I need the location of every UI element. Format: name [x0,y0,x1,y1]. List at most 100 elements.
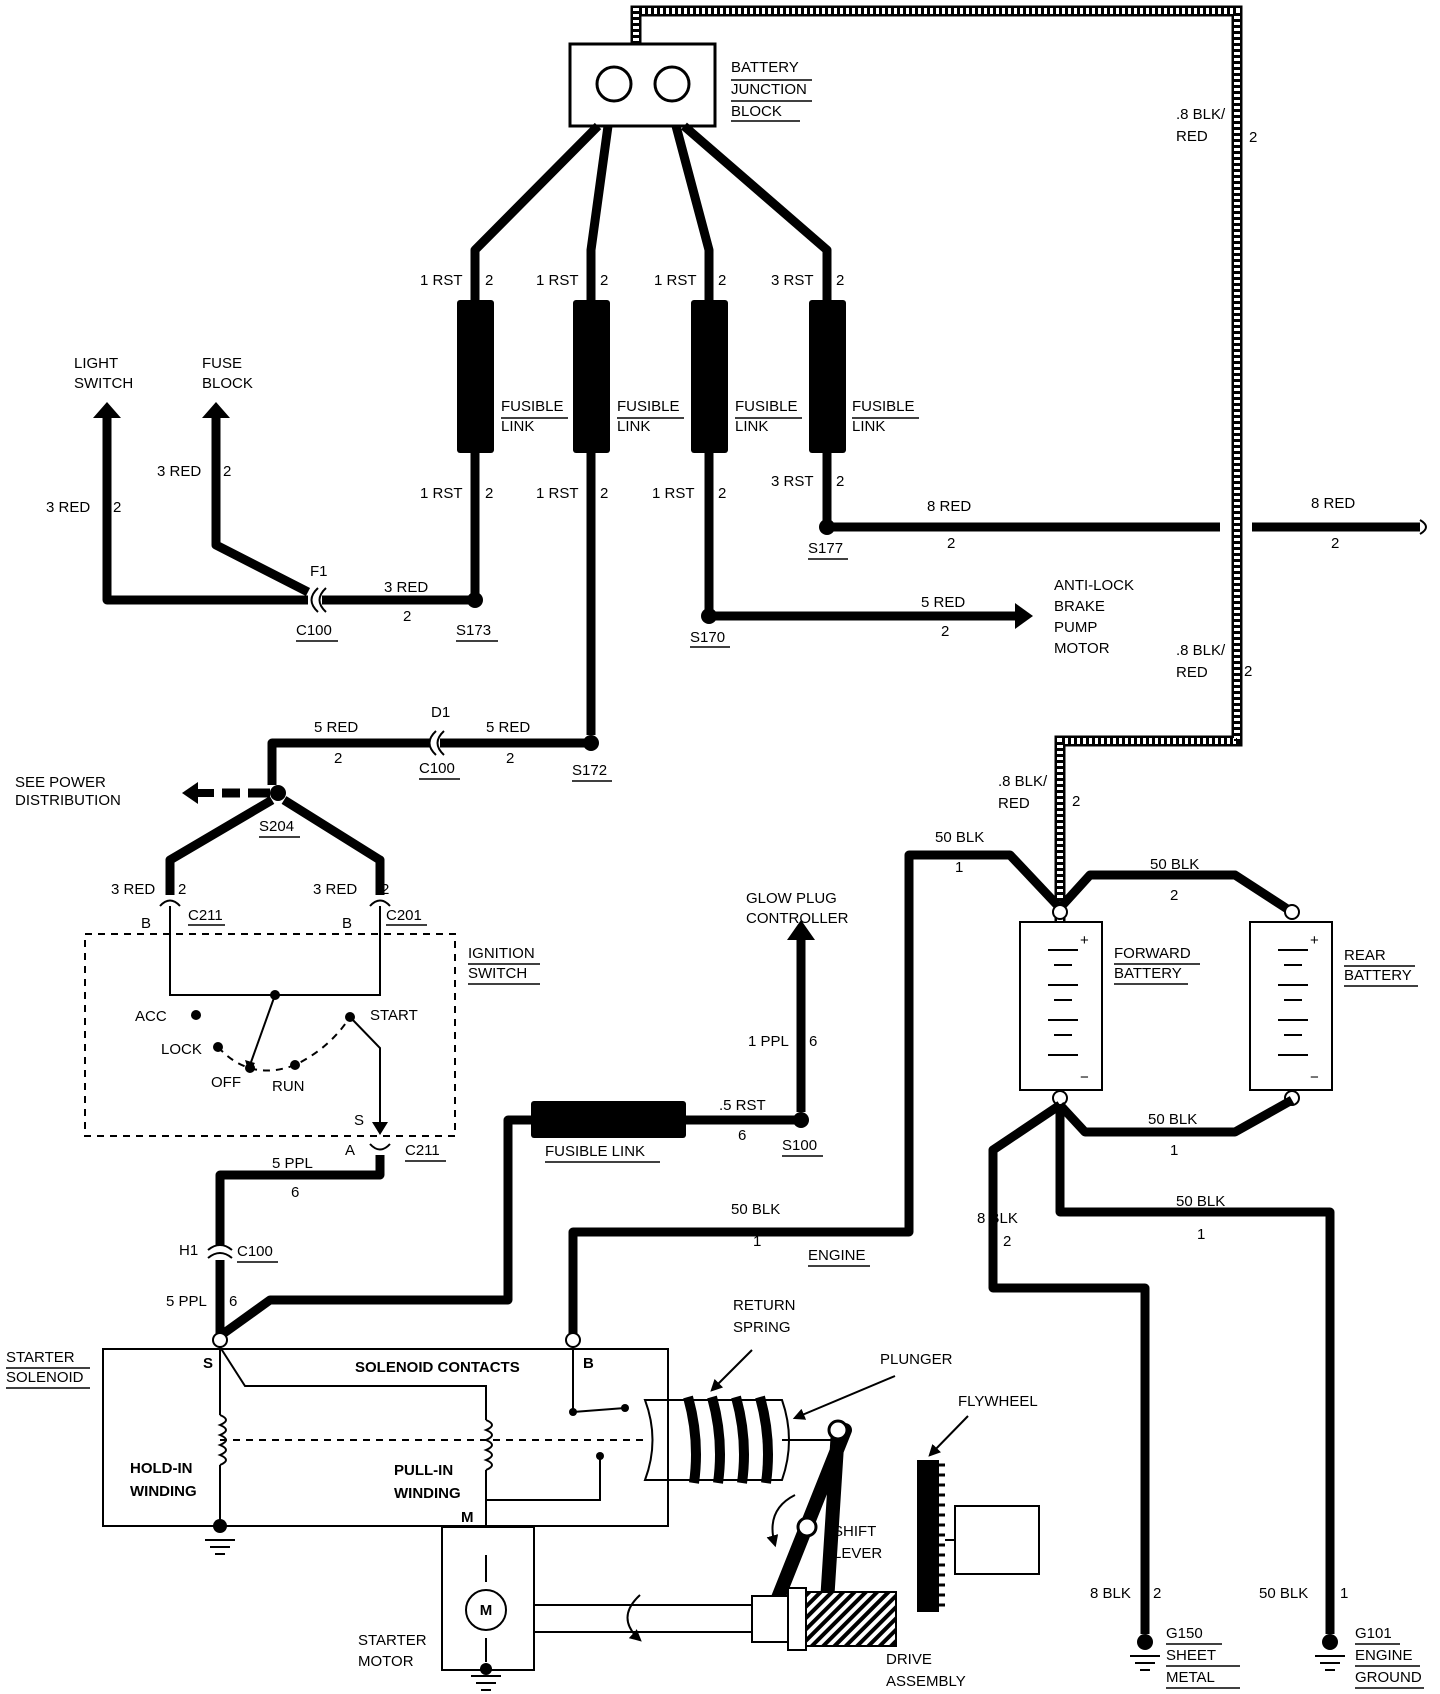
svg-text:3 RST: 3 RST [771,473,814,490]
fusible-link-single-label: FUSIBLE LINK [545,1143,645,1160]
ignition-terminal-b-right: B [342,915,352,932]
splice-s204-dot [270,785,286,801]
switch-position-acc: ACC [135,1008,167,1025]
wire-s204-c201 [281,796,385,895]
wire-label-50-blk-engine: 50 BLK [731,1201,780,1218]
splice-s100-label: S100 [782,1137,817,1154]
svg-text:3 RST: 3 RST [771,272,814,289]
splice-s204-label: S204 [259,818,294,835]
wire-number-blk-red-low: 2 [1072,793,1080,810]
switch-position-off: OFF [211,1074,241,1091]
wire-8-red-end [1419,519,1427,535]
engine-label: ENGINE [808,1247,866,1264]
wire-number-c211-top: 2 [178,881,186,898]
wire-number-fuse-block: 2 [223,463,231,480]
anti-lock-arrow [1015,603,1033,629]
wire-number-s173: 2 [403,608,411,625]
ignition-terminal-s: S [354,1112,364,1129]
svg-text:2: 2 [718,272,726,289]
glow-plug-arrow [787,920,815,940]
flywheel [917,1460,1040,1612]
wire-number-50-blk-right: 1 [1197,1226,1205,1243]
svg-text:2: 2 [600,485,608,502]
connector-c100-f1-label: C100 [296,622,332,639]
svg-text:2: 2 [485,272,493,289]
wire-label-50-blk-lower: 50 BLK [1259,1585,1308,1602]
wire-label-5-ppl-bottom: 5 PPL [166,1293,207,1310]
splice-s173-dot [467,592,483,608]
connector-c211-bottom-symbol [369,1143,391,1151]
svg-text:1 RST: 1 RST [654,272,697,289]
wire-number-s204-left: 2 [334,750,342,767]
ignition-terminal-b-left: B [141,915,151,932]
wire-label-50-blk-top-right: 50 BLK [1150,856,1199,873]
switch-position-lock: LOCK [161,1041,202,1058]
wire-label-s204-left: 5 RED [314,719,358,736]
return-spring-pointer [710,1349,753,1392]
wire-number-5-ppl-top: 6 [291,1184,299,1201]
wire-label-s173: 3 RED [384,579,428,596]
label-underlines [6,79,1424,1689]
wire-number-blk-red-mid: 2 [1244,663,1252,680]
wire-label-50-blk-right: 50 BLK [1176,1193,1225,1210]
wire-label-anti-lock: 5 RED [921,594,965,611]
ground-g150-label: G150 [1166,1625,1203,1642]
wire-label-light-switch: 3 RED [46,499,90,516]
svg-text:1 RST: 1 RST [536,272,579,289]
flywheel-pointer [928,1415,969,1457]
connector-c100-h1-label: C100 [237,1243,273,1260]
wire-50-blk-ground [1055,1105,1335,1634]
switch-position-start: START [370,1007,418,1024]
svg-text:2: 2 [836,272,844,289]
flywheel-label: FLYWHEEL [958,1393,1038,1410]
wire-50-blk-engine [568,850,1064,1342]
connector-c100-h1-symbol [207,1244,233,1259]
wire-number-5-ppl-bottom: 6 [229,1293,237,1310]
rear-battery [1249,921,1333,1091]
connector-c100-f1-symbol [310,587,327,613]
starter-solenoid-housing [102,1332,669,1555]
rear-battery-positive-terminal [1284,904,1300,920]
rear-battery-minus: − [1310,1069,1319,1086]
wire-number-anti-lock: 2 [941,623,949,640]
wire-number-5-rst: 6 [738,1127,746,1144]
wire-number-blk-red-top: 2 [1249,129,1257,146]
wire-label-blk-red-top: .8 BLK/RED [1176,106,1226,145]
ignition-switch [84,906,456,1137]
forward-battery-plus: + [1080,932,1089,949]
ground-g101-label: G101 [1355,1625,1392,1642]
light-switch-fuse-wires [93,402,475,605]
ignition-terminal-a: A [345,1142,355,1159]
connector-top-symbols [159,899,391,907]
splice-s173-label: S173 [456,622,491,639]
wire-label-8-red-left: 8 RED [927,498,971,515]
wire-5-ppl [215,1155,385,1336]
svg-text:1 RST: 1 RST [420,485,463,502]
wire-number-1-ppl: 6 [809,1033,817,1050]
wire-number-s204-right: 2 [506,750,514,767]
wire-label-50-blk-bottom-mid: 50 BLK [1148,1111,1197,1128]
wire-label-1-ppl: 1 PPL [748,1033,789,1050]
wire-label-50-blk-top-left: 50 BLK [935,829,984,846]
wire-50-blk-batteries-top [1056,870,1295,916]
